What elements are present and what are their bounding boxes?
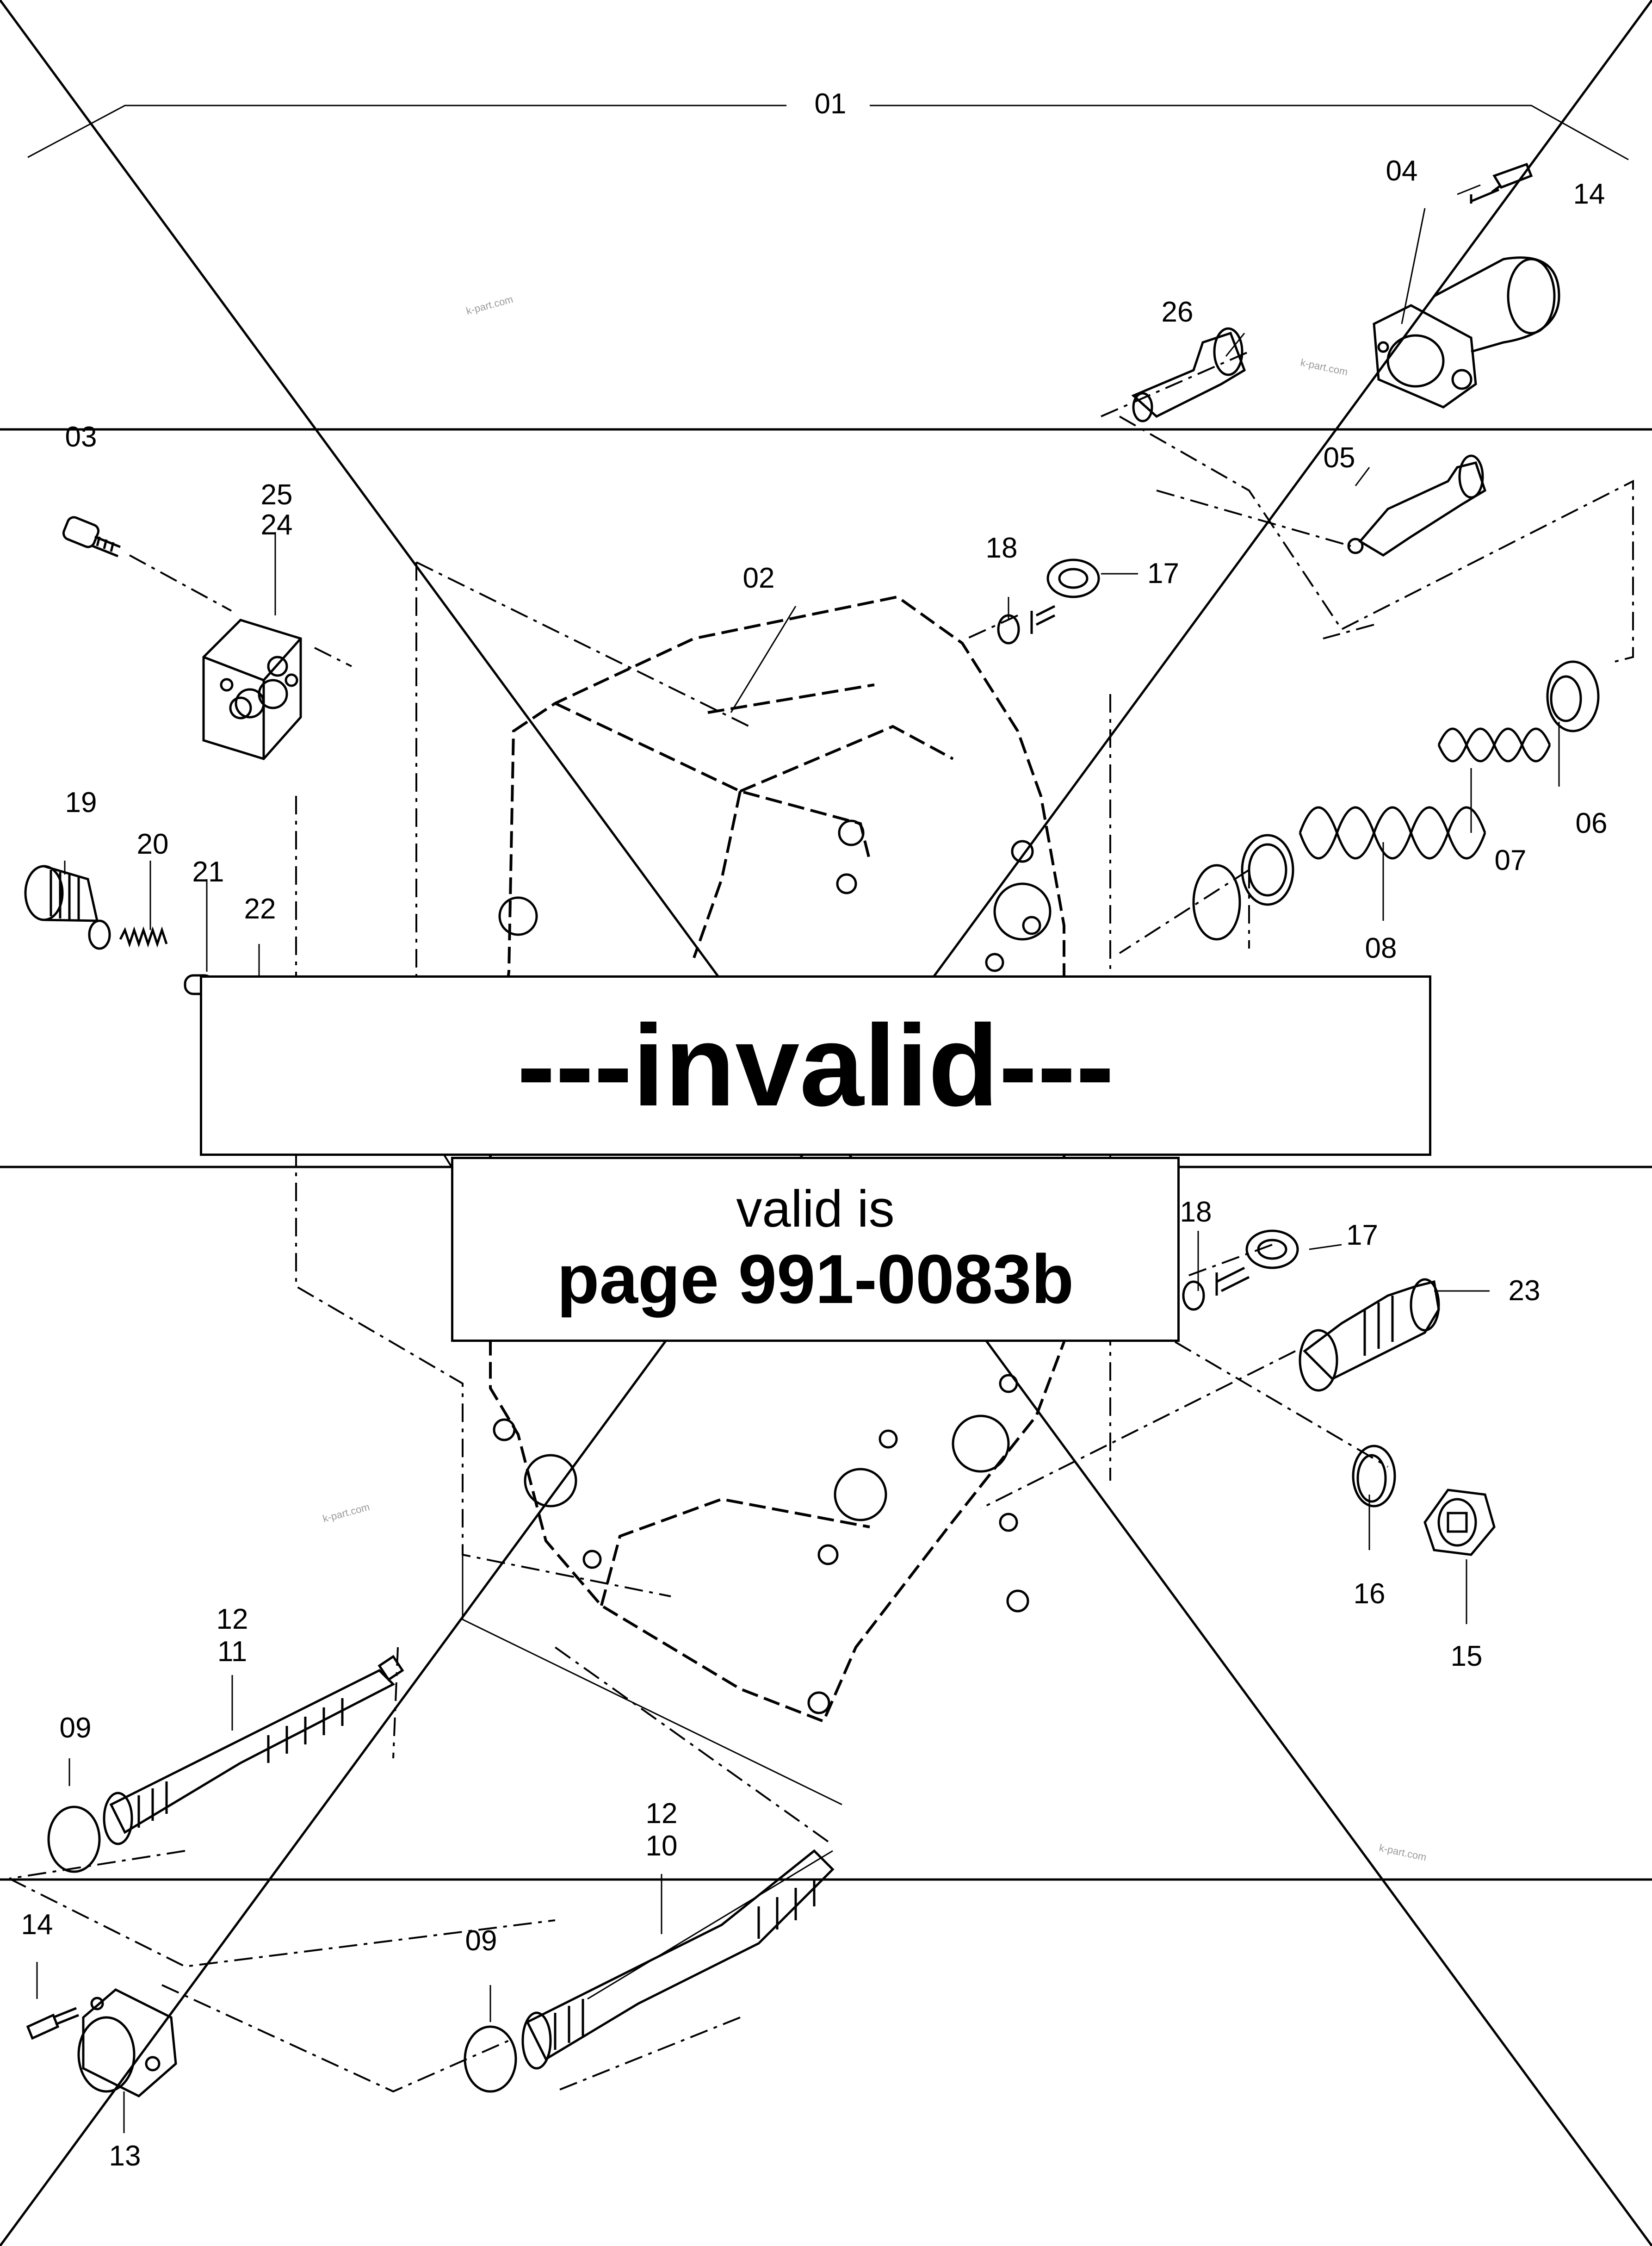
callout-06: 06 bbox=[1576, 807, 1608, 839]
callout-16: 16 bbox=[1354, 1578, 1386, 1610]
bracket-01-left bbox=[27, 105, 786, 158]
callout-10: 10 bbox=[646, 1830, 678, 1862]
invalid-notice-text: ---invalid--- bbox=[517, 1001, 1114, 1130]
callout-01: 01 bbox=[815, 88, 847, 120]
eye-bolt-17-bottom-icon bbox=[1215, 1229, 1299, 1296]
callout-09-bottom: 09 bbox=[465, 1925, 497, 1957]
eye-bolt-17-top-icon bbox=[1030, 558, 1100, 634]
callout-12-bottom: 12 bbox=[646, 1798, 678, 1830]
callout-19: 19 bbox=[65, 787, 97, 819]
watermark-2: k-part.com bbox=[1299, 356, 1349, 378]
ring-seat-icon bbox=[1241, 834, 1294, 906]
ring-06-icon bbox=[1546, 660, 1600, 732]
callout-14-top: 14 bbox=[1573, 178, 1605, 210]
callout-17-bottom: 17 bbox=[1346, 1219, 1378, 1251]
callout-09-left: 09 bbox=[60, 1712, 92, 1744]
callout-labels: 01 02 03 04 05 06 07 08 09 09 10 11 12 1… bbox=[21, 88, 1608, 2172]
circlip-16-icon bbox=[1352, 1445, 1396, 1508]
callout-08: 08 bbox=[1365, 932, 1397, 964]
callout-07: 07 bbox=[1495, 844, 1527, 876]
washer-18-top-icon bbox=[997, 614, 1020, 645]
valid-page-reference: page 991-0083b bbox=[557, 1240, 1074, 1318]
spring-08-icon bbox=[1299, 806, 1486, 860]
spring-20-icon bbox=[119, 926, 168, 948]
valid-notice-line1: valid is bbox=[736, 1180, 895, 1238]
callout-23: 23 bbox=[1509, 1275, 1541, 1307]
callout-04: 04 bbox=[1386, 155, 1418, 187]
watermark-1: k-part.com bbox=[465, 293, 514, 317]
callout-02: 02 bbox=[743, 562, 775, 594]
callout-18-top: 18 bbox=[986, 532, 1018, 564]
callout-14-bottom: 14 bbox=[21, 1909, 53, 1941]
cover-13-icon bbox=[77, 1988, 177, 2097]
callout-18-bottom: 18 bbox=[1180, 1196, 1212, 1228]
callout-12-left: 12 bbox=[217, 1603, 248, 1635]
spring-07-icon bbox=[1437, 727, 1551, 763]
spool-11-icon bbox=[103, 1655, 404, 1845]
callout-24: 24 bbox=[261, 509, 293, 541]
oring-09-left-icon bbox=[47, 1805, 101, 1873]
callout-26: 26 bbox=[1162, 296, 1194, 328]
washer-18-bottom-icon bbox=[1182, 1280, 1205, 1311]
spool-10-icon bbox=[521, 1849, 835, 2070]
callout-03: 03 bbox=[65, 421, 97, 453]
plug-19-icon bbox=[24, 865, 111, 950]
valid-page-notice-box: valid is page 991-0083b bbox=[451, 1157, 1180, 1342]
callout-21: 21 bbox=[192, 856, 224, 888]
relief-valve-23-icon bbox=[1299, 1278, 1440, 1392]
callout-05: 05 bbox=[1324, 442, 1355, 474]
plug-15-icon bbox=[1423, 1489, 1496, 1556]
spool-26-icon bbox=[1131, 327, 1246, 422]
callout-15: 15 bbox=[1451, 1640, 1483, 1672]
callout-22: 22 bbox=[244, 893, 276, 925]
callout-17-top: 17 bbox=[1147, 558, 1179, 589]
callout-13: 13 bbox=[109, 2140, 141, 2172]
bracket-01-right bbox=[870, 105, 1629, 161]
center-lines bbox=[9, 351, 1634, 2093]
spool-05-icon bbox=[1347, 454, 1487, 557]
bolt-14-bottom-icon bbox=[26, 2007, 79, 2040]
callout-20: 20 bbox=[137, 828, 169, 860]
screw-03-icon bbox=[62, 516, 121, 558]
oring-top-icon bbox=[1192, 864, 1241, 941]
callout-11: 11 bbox=[217, 1636, 247, 1668]
valve-body bbox=[489, 595, 1065, 1723]
leader-lines bbox=[36, 184, 1560, 2133]
watermark-4: k-part.com bbox=[1378, 1842, 1428, 1863]
solenoid-04-icon bbox=[1373, 256, 1560, 409]
cover-plate-icon bbox=[202, 619, 302, 760]
oring-09-bottom-icon bbox=[464, 2025, 517, 2093]
bolt-14-top-icon bbox=[1470, 162, 1533, 204]
invalid-notice-box: ---invalid--- bbox=[200, 975, 1431, 1156]
watermark-3: k-part.com bbox=[322, 1501, 371, 1525]
callout-25: 25 bbox=[261, 479, 293, 511]
